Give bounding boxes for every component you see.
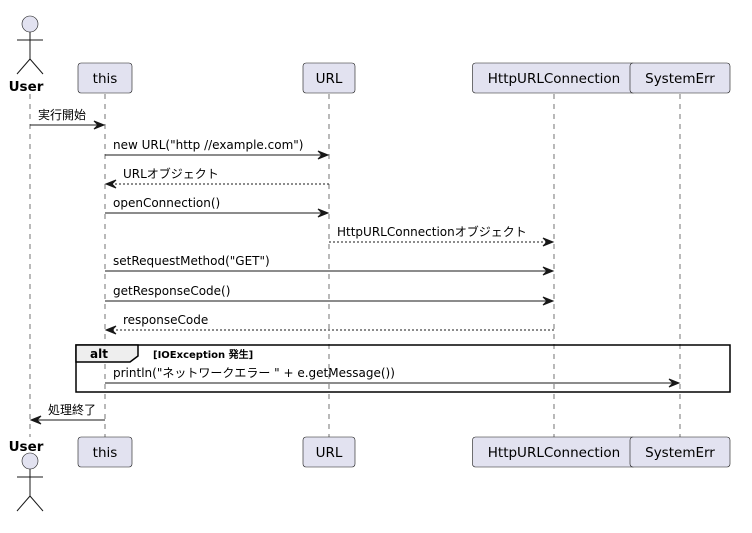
arrowhead-icon	[29, 415, 42, 425]
message-label: println("ネットワークエラー " + e.getMessage())	[113, 366, 395, 380]
actor-leg-left	[16, 495, 31, 512]
participant-syserr-bottom: SystemErr	[629, 436, 731, 468]
message-8: responseCode	[104, 313, 554, 335]
actor-name: User	[9, 439, 44, 455]
actor-name: User	[9, 79, 44, 95]
arrowhead-icon	[104, 179, 117, 189]
message-label: 実行開始	[38, 107, 86, 122]
actor-leg-right	[29, 58, 44, 75]
arrowhead-icon	[542, 296, 555, 306]
participant-syserr-top: SystemErr	[629, 62, 731, 94]
message-2: new URL("http //example.com")	[105, 138, 330, 160]
arrowhead-icon	[668, 378, 681, 388]
message-label: openConnection()	[113, 196, 220, 210]
participant-http-top: HttpURLConnection	[472, 62, 636, 94]
message-4: openConnection()	[105, 196, 330, 218]
participant-box	[629, 62, 731, 94]
arrowhead-icon	[104, 325, 117, 335]
actor-user-bottom	[16, 452, 44, 512]
actor-user-top	[16, 15, 44, 75]
fragment-frame	[75, 344, 731, 393]
actor-head-icon	[21, 452, 39, 470]
participant-box	[302, 436, 356, 468]
message-label: getResponseCode()	[113, 284, 230, 298]
participant-box	[77, 62, 133, 94]
participant-url-bottom: URL	[302, 436, 356, 468]
arrowhead-icon	[93, 120, 106, 130]
message-label: responseCode	[123, 313, 208, 327]
participant-url-top: URL	[302, 62, 356, 94]
arrowhead-icon	[317, 208, 330, 218]
participant-this-bottom: this	[77, 436, 133, 468]
alt-fragment: alt [IOException 発生]	[75, 344, 731, 393]
participant-box	[629, 436, 731, 468]
participant-name: HttpURLConnection	[488, 71, 620, 87]
message-label: new URL("http //example.com")	[113, 138, 303, 152]
message-label: 処理終了	[48, 402, 96, 417]
arrowhead-icon	[542, 266, 555, 276]
arrowhead-icon	[317, 150, 330, 160]
message-label: HttpURLConnectionオブジェクト	[337, 224, 527, 239]
actor-head-icon	[21, 15, 39, 33]
participant-http-bottom: HttpURLConnection	[472, 436, 636, 468]
lifelines	[29, 94, 681, 437]
arrowhead-icon	[542, 237, 555, 247]
participants: UserUserthisthisURLURLHttpURLConnectionH…	[9, 15, 731, 512]
participant-name: URL	[316, 71, 343, 87]
message-9: println("ネットワークエラー " + e.getMessage())	[105, 366, 681, 388]
actor-leg-right	[29, 495, 44, 512]
participant-name: this	[93, 71, 118, 87]
message-label: URLオブジェクト	[123, 166, 219, 181]
message-label: setRequestMethod("GET")	[113, 254, 270, 268]
message-5: HttpURLConnectionオブジェクト	[329, 224, 555, 247]
participant-box	[302, 62, 356, 94]
message-10: 処理終了	[29, 402, 105, 425]
participant-box	[77, 436, 133, 468]
participant-name: HttpURLConnection	[488, 445, 620, 461]
message-6: setRequestMethod("GET")	[105, 254, 555, 276]
participant-name: URL	[316, 445, 343, 461]
message-7: getResponseCode()	[105, 284, 555, 306]
actor-leg-left	[16, 58, 31, 75]
message-3: URLオブジェクト	[104, 166, 329, 189]
messages: 実行開始 new URL("http //example.com") URLオブジェ…	[29, 107, 681, 425]
participant-name: SystemErr	[645, 445, 715, 461]
message-1: 実行開始	[30, 107, 106, 130]
fragment-tab	[75, 344, 139, 363]
fragment-keyword: alt	[90, 347, 108, 361]
participant-this-top: this	[77, 62, 133, 94]
fragment-condition: [IOException 発生]	[153, 348, 253, 361]
participant-name: SystemErr	[645, 71, 715, 87]
participant-name: this	[93, 445, 118, 461]
